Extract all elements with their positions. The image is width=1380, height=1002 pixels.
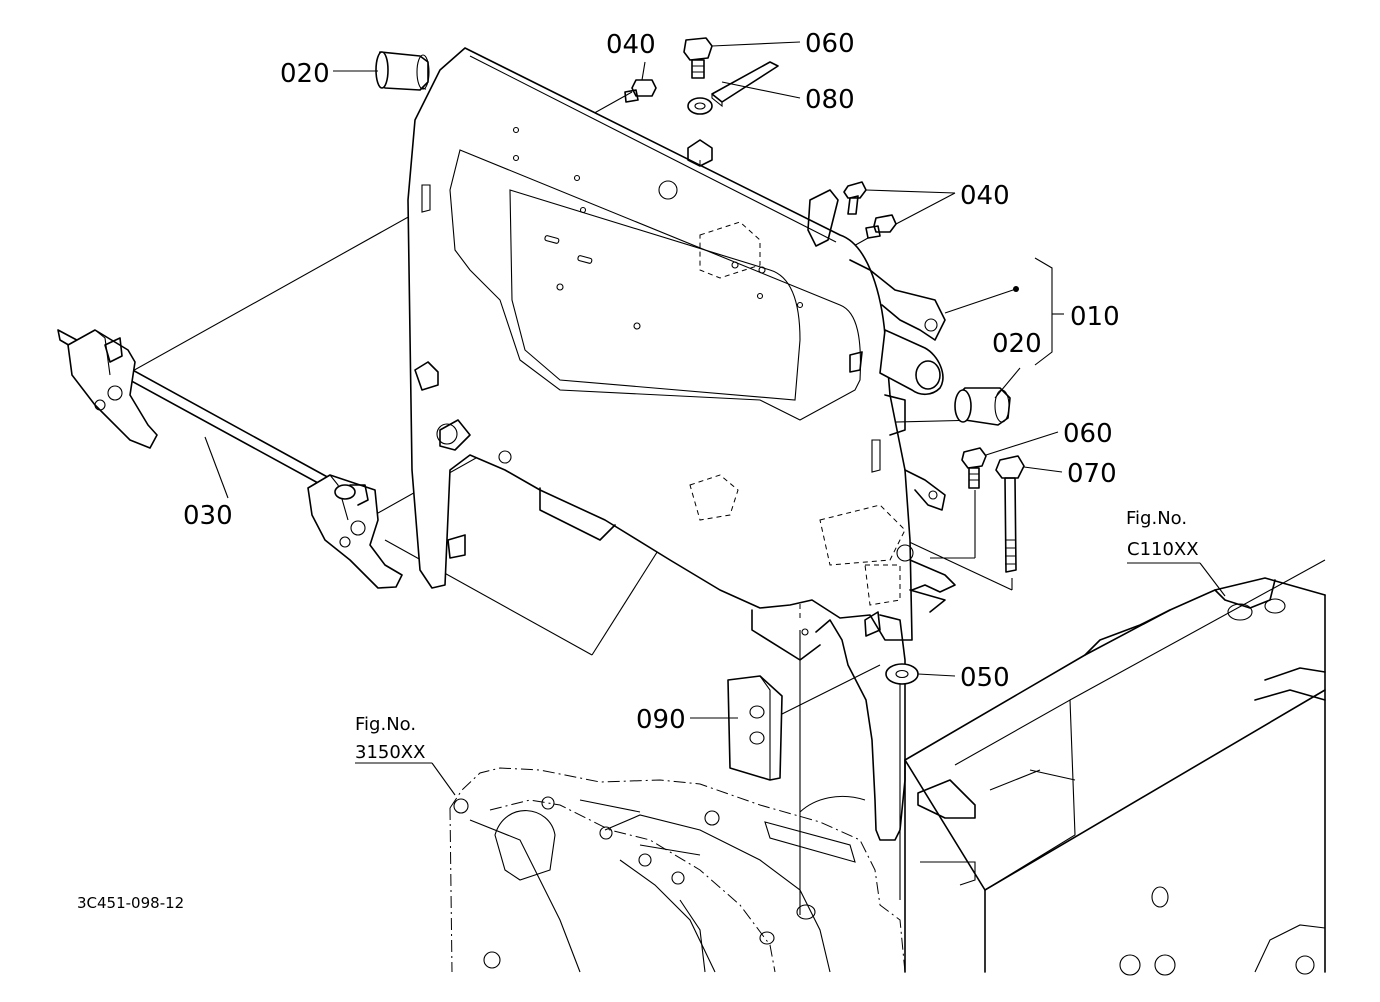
bolt-060-top: [683, 37, 713, 79]
label-030: 030: [183, 501, 233, 531]
label-040-right: 040: [960, 181, 1010, 211]
spacer-090: [727, 675, 783, 781]
transmission-housing-c110xx: [904, 559, 1326, 976]
label-020-top: 020: [280, 59, 330, 89]
bolt-070: [995, 455, 1025, 573]
bolts-040-right: [843, 181, 897, 239]
label-080: 080: [805, 85, 855, 115]
ref-3150-number: 3150XX: [355, 742, 425, 763]
transmission-case-3150xx: [449, 767, 906, 973]
label-010: 010: [1070, 302, 1120, 332]
ref-c110-number: C110XX: [1127, 539, 1199, 560]
bushing-020-top: [375, 51, 430, 91]
plate-080: [711, 61, 779, 108]
panel-frame: [407, 47, 956, 841]
label-060-top: 060: [805, 29, 855, 59]
washer-050: [885, 663, 919, 685]
label-040-top: 040: [606, 30, 656, 60]
callout-leaders: [204, 41, 1226, 796]
label-070: 070: [1067, 459, 1117, 489]
label-060-right: 060: [1063, 419, 1113, 449]
label-050: 050: [960, 663, 1010, 693]
bolt-060-right: [961, 447, 987, 489]
ref-c110-label: Fig.No.: [1126, 508, 1187, 529]
bushing-020-right: [954, 387, 1011, 426]
washer-top: [687, 97, 713, 115]
bolt-040-top: [624, 79, 657, 103]
rod-assembly-030: [57, 329, 403, 589]
label-090: 090: [636, 705, 686, 735]
ref-3150-label: Fig.No.: [355, 714, 416, 735]
drawing-code: 3C451-098-12: [77, 894, 184, 912]
label-020-right: 020: [992, 329, 1042, 359]
